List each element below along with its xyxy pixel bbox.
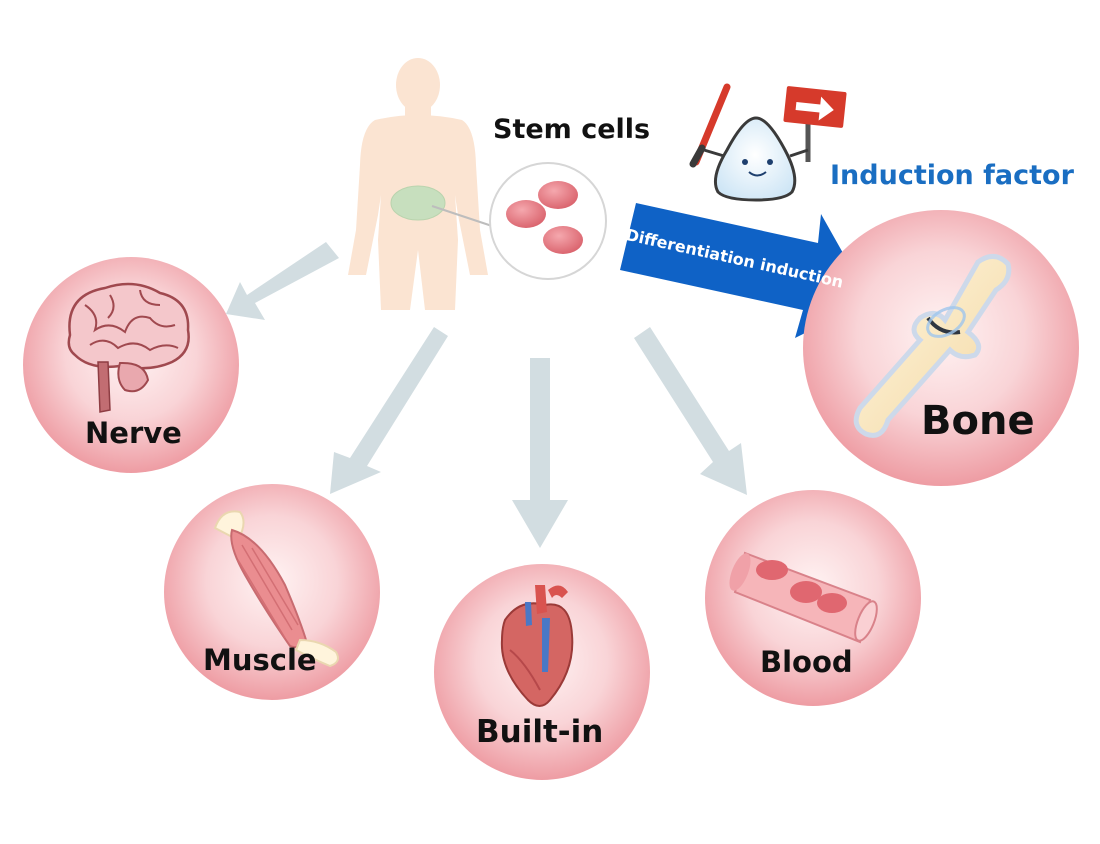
nerve-label: Nerve — [85, 416, 182, 450]
differentiation-arrow — [620, 203, 870, 338]
muscle-circle — [164, 484, 380, 700]
induction-factor-mascot-icon — [689, 83, 847, 202]
blood-label: Blood — [760, 645, 853, 679]
arrow-to-nerve — [226, 242, 339, 320]
blood-vessel-icon — [729, 551, 878, 644]
muscle-label: Muscle — [203, 643, 317, 677]
muscle-icon — [213, 510, 339, 668]
arrow-to-muscle — [330, 327, 448, 494]
arrow-to-builtin — [512, 358, 568, 548]
nerve-circle — [23, 257, 239, 473]
bone-circle — [803, 210, 1079, 486]
arrow-to-blood — [634, 327, 747, 495]
stem-cells-label: Stem cells — [493, 114, 651, 145]
induction-factor-label: Induction factor — [830, 160, 1074, 191]
built-in-circle — [434, 564, 650, 780]
organ-highlight — [390, 185, 446, 221]
bone-label: Bone — [921, 398, 1035, 444]
stem-cell — [506, 200, 546, 228]
stem-cells-circle — [489, 162, 607, 280]
built-in-label: Built-in — [476, 714, 604, 750]
human-silhouette-icon — [348, 58, 488, 310]
blood-circle — [705, 490, 921, 706]
heart-icon — [500, 585, 574, 707]
gray-arrows — [226, 242, 747, 548]
stem-cell — [543, 226, 583, 254]
connector-line — [431, 205, 499, 229]
stem-cell — [538, 181, 578, 209]
brain-icon — [67, 282, 190, 413]
bone-joint-icon — [853, 254, 1012, 438]
